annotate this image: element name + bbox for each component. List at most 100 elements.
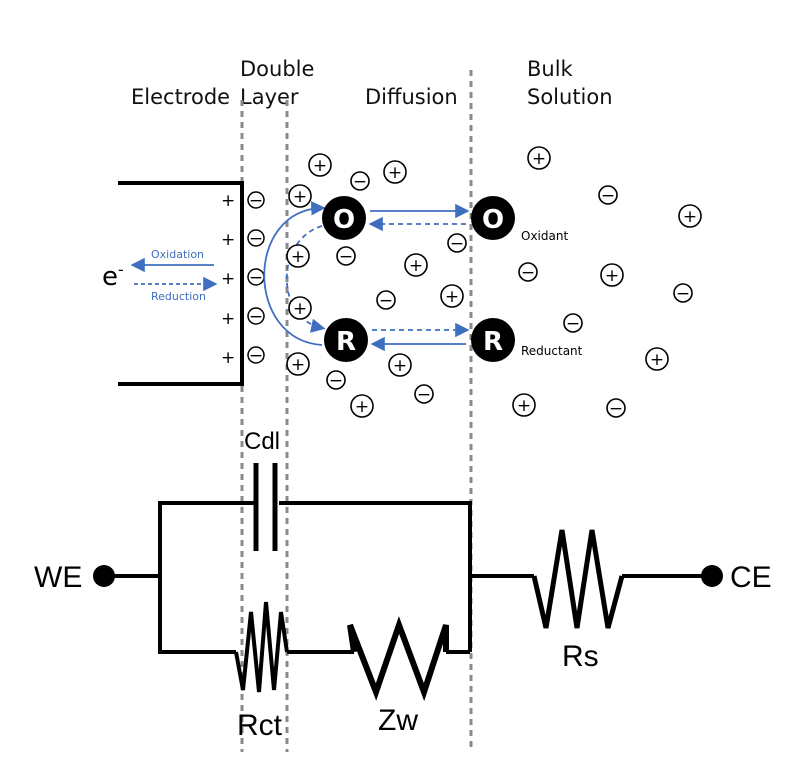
cation-10: + — [288, 296, 312, 320]
svg-text:+: + — [388, 163, 402, 183]
anion-26: − — [606, 398, 626, 419]
svg-text:−: − — [676, 284, 690, 304]
cation-13: + — [388, 353, 412, 377]
svg-text:−: − — [329, 371, 343, 391]
dl-anion-3: − — [247, 268, 265, 288]
cation-7: + — [404, 253, 428, 277]
oxidation-label: Oxidation — [151, 248, 204, 261]
anion-15: − — [414, 384, 434, 405]
anion-8: − — [376, 290, 396, 311]
cation-19: + — [678, 204, 702, 228]
solution-ions: +−++−++−+++−++−−+−+−+−−++− — [286, 146, 702, 419]
electrode-plus-2: + — [221, 230, 235, 250]
bulk-label-line1: Bulk — [527, 57, 574, 81]
svg-text:−: − — [249, 229, 263, 249]
dl-anion-4: − — [247, 307, 265, 327]
reduction-label: Reduction — [151, 290, 206, 303]
svg-text:−: − — [339, 247, 353, 267]
cation-11: + — [286, 352, 310, 376]
red-species-bulk: R — [471, 318, 515, 362]
curved-arrow-outer — [263, 201, 326, 346]
svg-text:R: R — [336, 327, 356, 357]
cation-17: + — [527, 146, 551, 170]
svg-text:+: + — [683, 207, 697, 227]
svg-text:−: − — [249, 268, 263, 288]
svg-text:+: + — [291, 247, 305, 267]
svg-text:−: − — [417, 385, 431, 405]
anion-20: − — [518, 262, 538, 283]
ce-terminal — [701, 565, 723, 587]
zw-label: Zw — [378, 704, 418, 737]
svg-text:−: − — [566, 314, 580, 334]
anion-2: − — [350, 171, 370, 192]
svg-text:+: + — [445, 287, 459, 307]
ox-species-near: O — [322, 196, 366, 240]
diffusion-region-label: Diffusion — [365, 85, 458, 109]
anion-5: − — [336, 246, 356, 267]
we-label: WE — [34, 561, 82, 594]
svg-text:+: + — [605, 266, 619, 286]
svg-text:+: + — [532, 149, 546, 169]
cation-9: + — [440, 284, 464, 308]
cation-4: + — [288, 184, 312, 208]
rct-label: Rct — [237, 709, 283, 742]
svg-text:−: − — [609, 399, 623, 419]
rct-resistor — [234, 601, 289, 693]
dl-anion-1: − — [247, 191, 265, 211]
cation-24: + — [645, 347, 669, 371]
electrode-region-label: Electrode — [131, 85, 230, 109]
cation-6: + — [286, 244, 310, 268]
electrode-plate — [118, 181, 244, 386]
electron-symbol: e- — [102, 260, 124, 292]
rs-resistor — [531, 529, 625, 629]
svg-text:R: R — [483, 327, 503, 357]
svg-text:O: O — [333, 205, 355, 235]
bulk-label-line2: Solution — [527, 85, 613, 109]
cation-14: + — [350, 394, 374, 418]
anion-22: − — [673, 283, 693, 304]
double-layer-anions: − − − − − — [247, 191, 265, 366]
svg-text:−: − — [353, 172, 367, 192]
svg-text:+: + — [393, 356, 407, 376]
svg-text:−: − — [249, 191, 263, 211]
svg-text:+: + — [291, 355, 305, 375]
svg-text:+: + — [409, 256, 423, 276]
ce-label: CE — [730, 561, 772, 594]
ox-species-bulk: O — [471, 196, 515, 240]
svg-text:+: + — [313, 156, 327, 176]
reductant-label: Reductant — [521, 344, 583, 358]
svg-text:+: + — [293, 187, 307, 207]
cation-25: + — [512, 393, 536, 417]
electrode-plus-4: + — [221, 309, 235, 329]
svg-text:−: − — [601, 186, 615, 206]
electrode-charges: + + + + + — [221, 191, 235, 368]
dl-anion-5: − — [247, 346, 265, 366]
svg-text:−: − — [379, 291, 393, 311]
svg-text:−: − — [249, 307, 263, 327]
red-species-near: R — [324, 318, 368, 362]
curved-arrow-inner-dashed — [285, 225, 326, 333]
electrode-plus-3: + — [221, 269, 235, 289]
oxidant-label: Oxidant — [521, 229, 568, 243]
svg-text:+: + — [355, 397, 369, 417]
anion-23: − — [563, 313, 583, 334]
cation-21: + — [600, 263, 624, 287]
svg-text:O: O — [482, 205, 504, 235]
electrode-plus-5: + — [221, 348, 235, 368]
svg-text:−: − — [521, 263, 535, 283]
svg-text:+: + — [293, 299, 307, 319]
svg-text:+: + — [650, 350, 664, 370]
svg-text:+: + — [517, 396, 531, 416]
parallel-top-branch — [158, 501, 472, 652]
double-layer-label-line2: Layer — [240, 85, 299, 109]
dl-anion-2: − — [247, 229, 265, 249]
cation-3: + — [383, 160, 407, 184]
anion-18: − — [598, 185, 618, 206]
zw-element — [347, 616, 449, 702]
electrode-plus-1: + — [221, 191, 235, 211]
svg-text:−: − — [450, 234, 464, 254]
parallel-bottom-branch — [158, 576, 470, 654]
rs-label: Rs — [562, 640, 599, 673]
cation-1: + — [308, 153, 332, 177]
anion-16: − — [447, 233, 467, 254]
